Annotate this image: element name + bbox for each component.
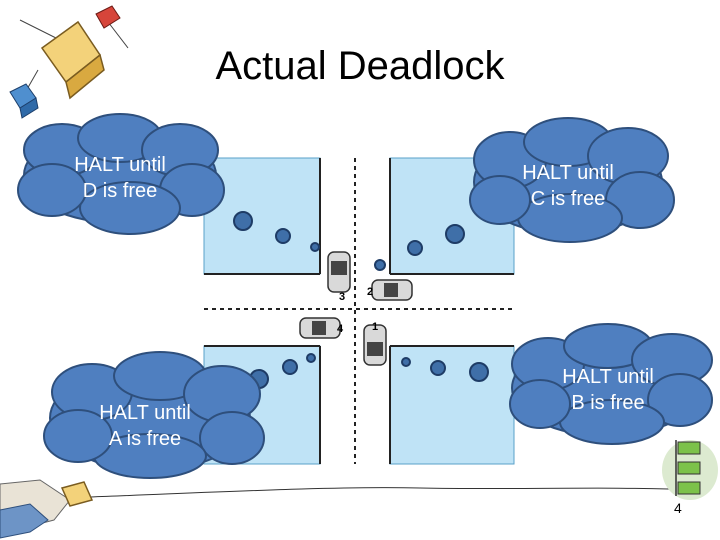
cloud-top-left bbox=[17, 113, 225, 235]
cloud-line2: B is free bbox=[571, 392, 645, 414]
cloud-line1: HALT until bbox=[74, 154, 166, 176]
bottom-rule bbox=[89, 487, 701, 498]
cloud-line2: A is free bbox=[108, 428, 182, 450]
cloud-bottom-left bbox=[43, 351, 265, 479]
clipart-notebook-icon bbox=[662, 440, 718, 500]
road-edges bbox=[204, 158, 514, 464]
cloud-bottom-right bbox=[509, 323, 713, 445]
cloud-line1: HALT until bbox=[562, 366, 654, 388]
car-3: 3 bbox=[327, 251, 351, 303]
cloud-line2: C is free bbox=[530, 188, 606, 210]
cloud-top-right bbox=[469, 117, 675, 243]
car-1-label: 1 bbox=[372, 321, 378, 333]
cloud-text-top-right: HALT until C is free bbox=[488, 160, 648, 212]
car-2-label: 2 bbox=[367, 286, 373, 298]
cloud-line1: HALT until bbox=[522, 162, 614, 184]
cloud-text-bottom-left: HALT until A is free bbox=[65, 400, 225, 452]
car-4-label: 4 bbox=[337, 323, 344, 335]
car-1: 1 bbox=[363, 321, 387, 366]
cloud-line2: D is free bbox=[82, 180, 158, 202]
block-top-left bbox=[203, 157, 321, 275]
cloud-text-top-left: HALT until D is free bbox=[40, 152, 200, 204]
car-3-label: 3 bbox=[339, 291, 345, 303]
road-center-lines bbox=[204, 158, 514, 464]
clipart-cubes-top-icon bbox=[9, 5, 129, 119]
slide-number: 4 bbox=[674, 500, 682, 516]
cloud-line1: HALT until bbox=[99, 402, 191, 424]
cloud-text-bottom-right: HALT until B is free bbox=[528, 364, 688, 416]
clipart-hand-box-icon bbox=[0, 479, 94, 539]
car-2: 2 bbox=[367, 279, 413, 301]
slide-title: Actual Deadlock bbox=[215, 44, 505, 88]
car-4: 4 bbox=[299, 317, 344, 339]
